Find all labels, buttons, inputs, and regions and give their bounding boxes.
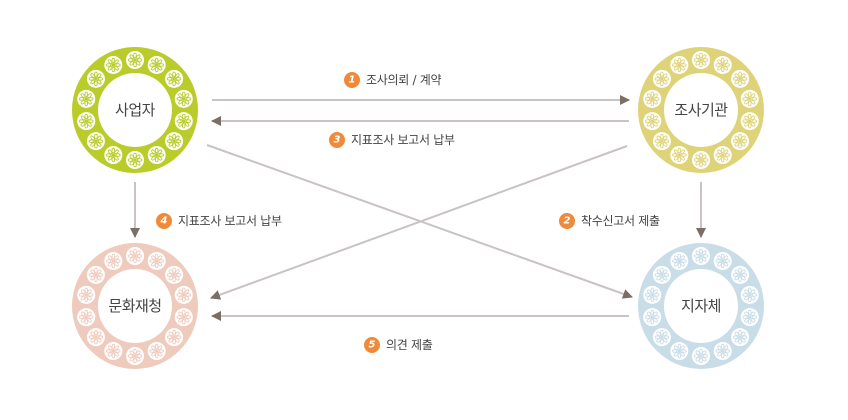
node-label-local: 지자체 (681, 297, 721, 315)
flower-icon (104, 342, 123, 361)
flower-icon (86, 69, 105, 88)
flower-icon (731, 328, 750, 347)
flower-icon (86, 328, 105, 347)
step-number: 5 (369, 340, 376, 351)
flower-icon (692, 51, 710, 69)
flower-icon (174, 308, 193, 327)
flower-icon (165, 132, 184, 151)
step-label: 지표조사 보고서 납부 (178, 214, 282, 228)
flower-icon (165, 69, 184, 88)
flower-icon (713, 251, 732, 270)
node-center (98, 73, 172, 147)
step-number: 2 (564, 216, 571, 227)
step-2: 2 착수신고서 제출 (559, 213, 660, 229)
flower-icon (643, 112, 662, 131)
flower-icon (165, 328, 184, 347)
flower-icon (670, 251, 689, 270)
flower-icon (77, 285, 96, 304)
flower-icon (77, 112, 96, 131)
flower-icon (692, 247, 710, 265)
step-label: 조사의뢰 / 계약 (366, 72, 441, 87)
step-label: 착수신고서 제출 (581, 214, 660, 228)
step-badge (156, 213, 172, 229)
flower-icon (147, 55, 166, 74)
flower-icon (740, 112, 759, 131)
step-number: 1 (349, 75, 356, 86)
flower-icon (740, 89, 759, 108)
flower-icon (174, 112, 193, 131)
flower-icon (731, 132, 750, 151)
flower-ring-icon (77, 51, 193, 169)
flower-icon (126, 151, 144, 169)
flower-icon (86, 132, 105, 151)
flower-icon (731, 265, 750, 284)
flower-ring-icon (77, 247, 193, 365)
flower-icon (126, 247, 144, 265)
node-center (98, 269, 172, 343)
step-4: 4 지표조사 보고서 납부 (156, 213, 282, 229)
flower-icon (713, 55, 732, 74)
flower-icon (643, 308, 662, 327)
arrow-research-to-heritage (210, 145, 628, 300)
flower-icon (126, 347, 144, 365)
step-label: 지표조사 보고서 납부 (351, 133, 455, 147)
flower-icon (670, 146, 689, 165)
node-center (664, 73, 738, 147)
flower-icon (692, 347, 710, 365)
node-label-heritage: 문화재청 (108, 297, 161, 315)
step-badge (329, 132, 345, 148)
flower-icon (104, 146, 123, 165)
flower-icon (147, 342, 166, 361)
flower-icon (174, 89, 193, 108)
flower-icon (643, 89, 662, 108)
step-badge (364, 337, 380, 353)
flower-icon (692, 151, 710, 169)
flower-icon (86, 265, 105, 284)
flower-icon (713, 342, 732, 361)
flower-icon (652, 328, 671, 347)
step-3: 3 지표조사 보고서 납부 (329, 132, 455, 148)
flower-icon (165, 265, 184, 284)
flower-icon (104, 55, 123, 74)
flower-icon (147, 146, 166, 165)
flower-icon (77, 308, 96, 327)
step-5: 5 의견 제출 (364, 337, 433, 353)
flower-icon (652, 265, 671, 284)
flower-icon (77, 89, 96, 108)
flower-icon (652, 69, 671, 88)
flower-icon (670, 55, 689, 74)
flower-icon (174, 285, 193, 304)
flower-icon (740, 308, 759, 327)
step-badge (559, 213, 575, 229)
flower-icon (147, 251, 166, 270)
flower-ring-icon (643, 51, 759, 169)
flower-ring-icon (643, 247, 759, 365)
flower-icon (713, 146, 732, 165)
flower-icon (643, 285, 662, 304)
flower-icon (731, 69, 750, 88)
node-research: 조사기관 (638, 47, 764, 173)
step-number: 3 (334, 135, 341, 146)
node-heritage: 문화재청 (72, 243, 198, 369)
connectors (130, 95, 706, 321)
step-number: 4 (160, 216, 168, 227)
flower-icon (104, 251, 123, 270)
node-label-business: 사업자 (115, 101, 156, 119)
flower-icon (670, 342, 689, 361)
step-1: 1 조사의뢰 / 계약 (344, 72, 442, 88)
flower-icon (740, 285, 759, 304)
node-local: 지자체 (638, 243, 764, 369)
node-center (664, 269, 738, 343)
flower-icon (126, 51, 144, 69)
step-label: 의견 제출 (386, 338, 433, 352)
node-business: 사업자 (72, 47, 198, 173)
step-badge (344, 72, 360, 88)
flower-icon (652, 132, 671, 151)
node-label-research: 조사기관 (674, 101, 728, 119)
